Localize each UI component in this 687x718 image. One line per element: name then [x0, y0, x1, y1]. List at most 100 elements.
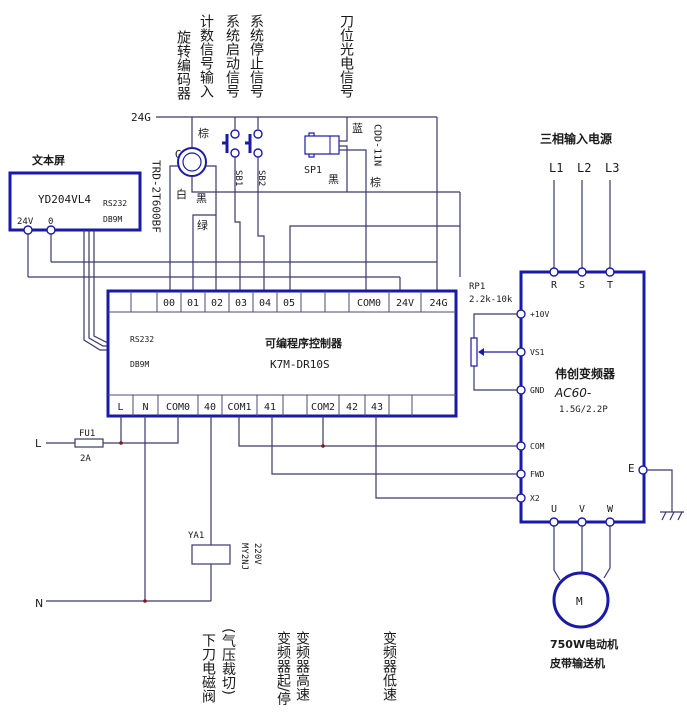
- wire-encoder-black: [191, 176, 460, 193]
- text-screen-box: [8, 171, 142, 232]
- inverter-control-label: +10V: [530, 310, 549, 319]
- wire-43-to-x2: [375, 416, 524, 499]
- motor-m-label: M: [576, 595, 583, 608]
- inverter-model: AC60-: [554, 386, 591, 400]
- plc-connector: DB9M: [130, 360, 149, 369]
- inverter-input-terminal: [605, 267, 615, 277]
- rail-24g-label: 24G: [131, 111, 151, 124]
- plc-bottom-terminal: COM0: [166, 402, 190, 413]
- wire-motor: [553, 526, 611, 581]
- text-screen-24v-terminal: [23, 225, 33, 235]
- plc-top-terminal: 24V: [396, 298, 414, 309]
- plc-box: [106, 289, 458, 418]
- label-start-signal: 系统启动信号: [224, 14, 240, 98]
- encoder-wire-black-label: 黑: [196, 192, 207, 205]
- text-screen-connector: DB9M: [103, 215, 122, 224]
- label-inverter-start-stop: 变频器起/停: [275, 631, 291, 706]
- wire-encoder-white: [169, 165, 178, 291]
- line-l2-label: L2: [577, 161, 591, 175]
- valve-voltage: 220V: [252, 543, 262, 565]
- inverter-title: 伟创变频器: [555, 366, 616, 381]
- three-phase-title: 三相输入电源: [540, 131, 612, 146]
- inverter-control-terminal: [516, 493, 526, 503]
- plc-top-terminal: 02: [211, 298, 223, 309]
- plc-bottom-terminal: N: [142, 402, 148, 413]
- inverter-input-label: R: [551, 280, 558, 291]
- inverter-output-label: U: [551, 504, 557, 515]
- motor-label-conveyor: 皮带输送机: [549, 656, 605, 670]
- potentiometer-symbol: [470, 337, 478, 367]
- sb2-button: [245, 134, 252, 153]
- plc-bottom-terminal: COM1: [227, 402, 251, 413]
- inverter-earth-terminal: [638, 465, 648, 475]
- wire-com1-to-inverter-com: [238, 416, 524, 447]
- fuse-rating: 2A: [80, 454, 91, 464]
- wire-potentiometer: [473, 313, 517, 391]
- plc-top-terminal: COM0: [357, 298, 381, 309]
- wire-05-to-bus: [289, 225, 460, 291]
- wire-fuse-to-l-com0: [103, 416, 179, 444]
- inverter-input-label: S: [579, 280, 585, 291]
- inverter-control-label: FWD: [530, 470, 545, 479]
- inverter-control-terminal: [516, 385, 526, 395]
- text-screen-model: YD204VL4: [38, 193, 91, 206]
- text-screen-0v-terminal: [46, 225, 56, 235]
- inverter-input-terminal: [549, 267, 559, 277]
- inverter-control-terminal: [516, 469, 526, 479]
- encoder-model: TRD-2T600BF: [150, 160, 163, 233]
- wire-black-bus-to-com0: [399, 192, 461, 291]
- sb2-label: SB2: [256, 170, 266, 186]
- plc-top-terminal: 24G: [429, 298, 447, 309]
- encoder-wire-green-label: 绿: [197, 218, 208, 232]
- inverter-output-terminal: [549, 517, 559, 527]
- potentiometer-id: RP1: [469, 282, 485, 292]
- text-screen-port: RS232: [103, 199, 127, 208]
- line-l1-label: L1: [549, 161, 563, 175]
- sp1-body: [304, 135, 340, 155]
- label-rotary-encoder: 旋转编码器: [175, 30, 191, 100]
- potentiometer-value: 2.2k-10k: [469, 295, 513, 305]
- inverter-output-terminal: [605, 517, 615, 527]
- inverter-control-terminal: [516, 347, 526, 357]
- valve-model: MY2NJ: [239, 543, 249, 570]
- junction-dot: [143, 599, 147, 603]
- sp1-wire-brown-label: 棕: [370, 175, 381, 189]
- wire-earth: [647, 469, 673, 512]
- plc-bottom-terminal: COM2: [311, 402, 335, 413]
- inverter-control-label: VS1: [530, 348, 545, 357]
- text-screen-title: 文本屏: [32, 153, 65, 167]
- motor-label-power: 750W电动机: [550, 637, 618, 651]
- encoder-wire-brown-label: 棕: [198, 126, 209, 140]
- fuse-fu1: [74, 438, 104, 448]
- power-n-label: N: [35, 597, 43, 610]
- wiper-arrow-icon: [478, 348, 484, 356]
- text-screen-terminal-24v: 24V: [17, 217, 34, 227]
- inverter-input-label: T: [607, 280, 613, 291]
- wire-sp1-brown: [339, 149, 367, 291]
- sp1-wire-blue-label: 蓝: [352, 122, 363, 135]
- label-count-input: 计数信号输入: [198, 14, 214, 98]
- wire-sp1-blue: [339, 117, 348, 142]
- valve-ya1-coil: [191, 544, 231, 565]
- wire-sb1-to-02: [234, 157, 241, 291]
- inverter-control-label: COM: [530, 442, 545, 451]
- sb1-contact-top: [230, 129, 240, 139]
- encoder-inner-ring: [182, 152, 202, 172]
- sb1-contact-bottom: [230, 148, 240, 158]
- label-pneumatic-cut: (气压裁切): [220, 628, 236, 695]
- inverter-control-terminal: [516, 309, 526, 319]
- sb2-contact-top: [253, 129, 263, 139]
- plc-top-terminal: 01: [187, 298, 199, 309]
- junction-dot: [119, 441, 123, 445]
- label-stop-signal: 系统停止信号: [248, 14, 264, 98]
- valve-id: YA1: [188, 531, 204, 541]
- sp1-id: SP1: [304, 165, 322, 176]
- inverter-output-label: V: [579, 504, 585, 515]
- plc-bottom-terminal: 43: [371, 402, 383, 413]
- inverter-control-terminal: [516, 441, 526, 451]
- sp1-wire-black-label: 黑: [328, 173, 339, 186]
- junction-dot: [321, 444, 325, 448]
